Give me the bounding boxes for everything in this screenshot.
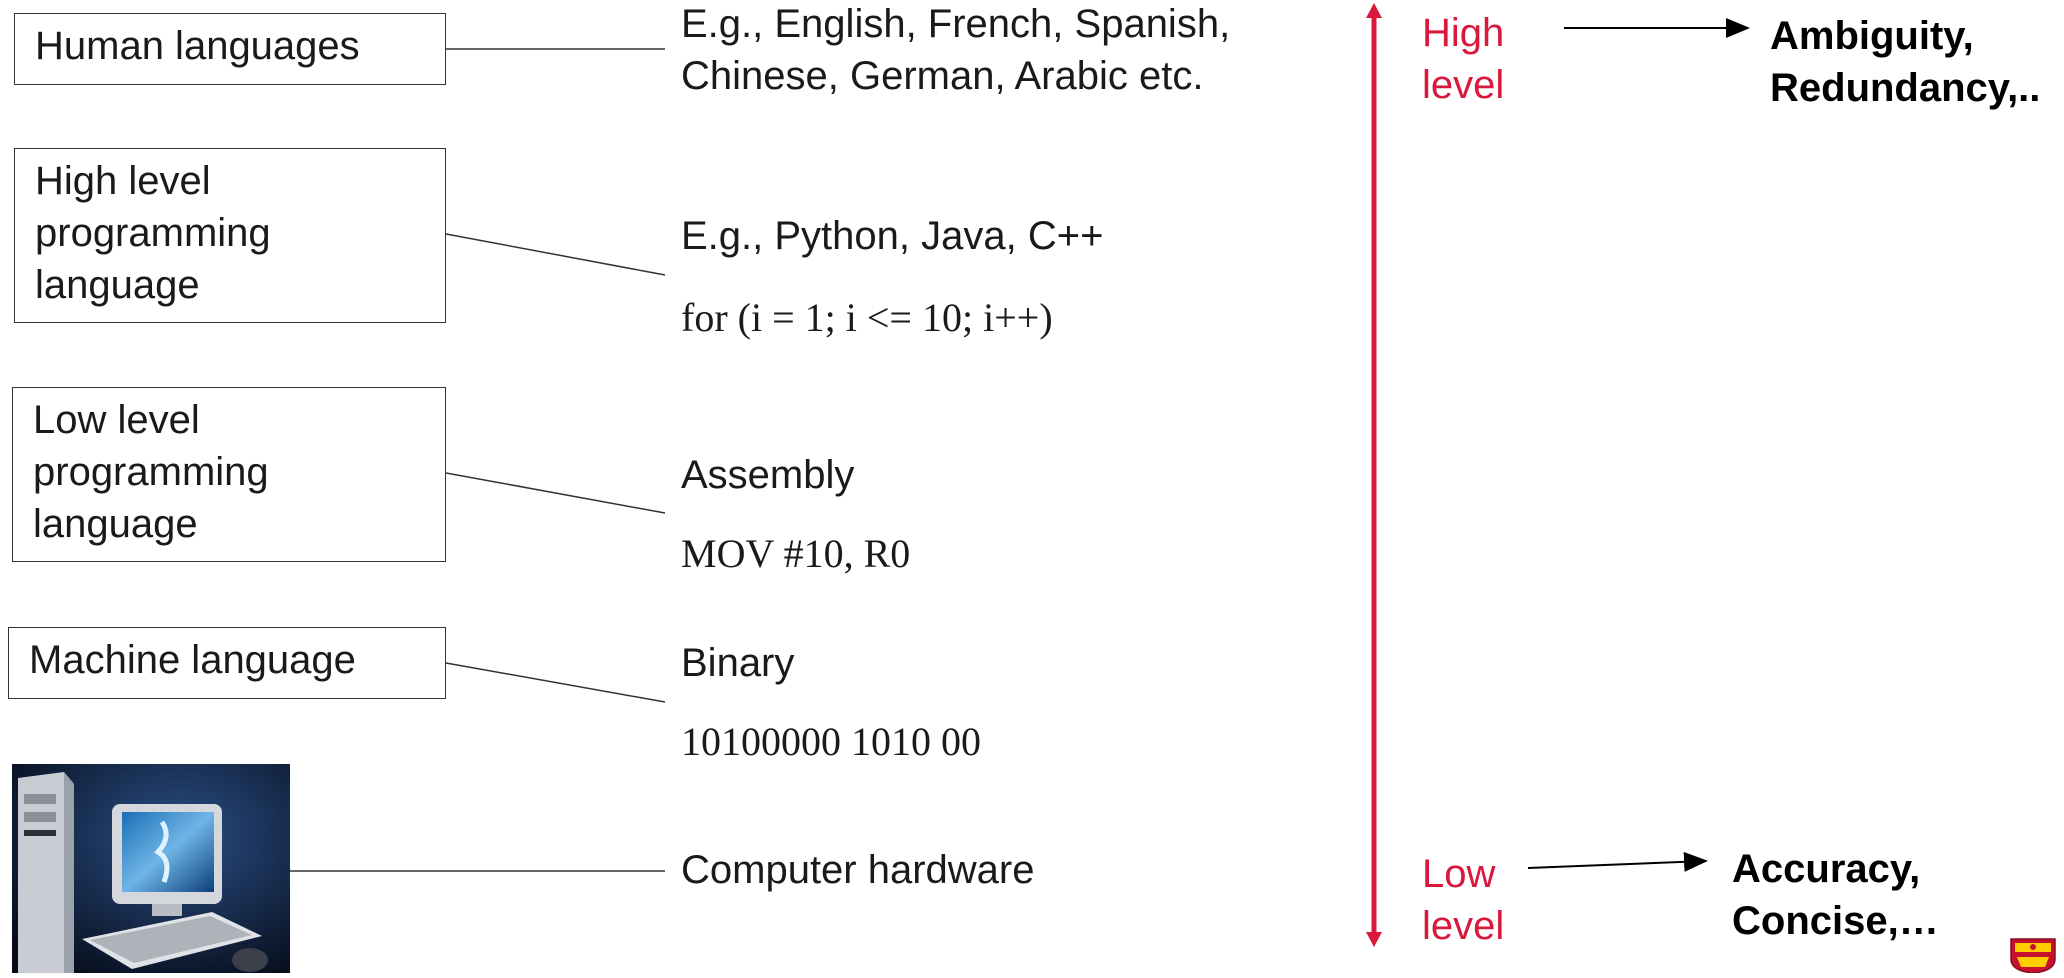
low-examples-title: Assembly <box>681 453 855 497</box>
axis-high-line-1: High <box>1422 11 1505 55</box>
box-machine-label: Machine language <box>29 638 356 682</box>
low-trait-1: Accuracy, <box>1732 847 1921 891</box>
human-examples: E.g., English, French, Spanish, Chinese,… <box>681 0 1230 102</box>
box-human-languages: Human languages <box>14 13 446 85</box>
arrow-low-traits <box>1527 851 1708 872</box>
hardware-label: Computer hardware <box>681 848 1035 892</box>
box-human-label: Human languages <box>35 24 360 68</box>
axis-low-label: Low level <box>1422 848 1504 952</box>
box-low-line-1: Low level <box>33 398 200 442</box>
box-low-line-2: programming <box>33 450 269 494</box>
box-low-line-3: language <box>33 502 198 546</box>
high-level-traits: Ambiguity, Redundancy,.. <box>1770 10 2040 114</box>
computer-hardware-image <box>12 764 290 973</box>
low-level-traits: Accuracy, Concise,… <box>1732 843 1939 947</box>
machine-examples-title: Binary <box>681 641 795 685</box>
box-low-level: Low level programming language <box>12 387 446 562</box>
connector-machine <box>445 662 666 703</box>
level-axis-arrow-bottom <box>1366 932 1382 947</box>
box-high-level: High level programming language <box>14 148 446 323</box>
axis-low-line-2: level <box>1422 904 1505 948</box>
axis-high-line-2: level <box>1422 63 1505 107</box>
university-crest-logo <box>2007 937 2059 974</box>
high-trait-2: Redundancy,.. <box>1770 66 2041 110</box>
high-trait-1: Ambiguity, <box>1770 14 1974 58</box>
box-high-line-2: programming <box>35 211 271 255</box>
axis-high-label: High level <box>1422 7 1504 111</box>
axis-low-line-1: Low <box>1422 852 1496 896</box>
high-code-example: for (i = 1; i <= 10; i++) <box>681 295 1053 340</box>
level-axis-arrow-top <box>1366 3 1382 18</box>
high-examples-title: E.g., Python, Java, C++ <box>681 214 1104 258</box>
connector-high <box>445 233 666 276</box>
box-high-line-3: language <box>35 263 200 307</box>
low-code-example: MOV #10, R0 <box>681 531 911 576</box>
low-trait-2: Concise,… <box>1732 899 1939 943</box>
human-examples-line-1: E.g., English, French, Spanish, <box>681 2 1231 46</box>
box-machine-language: Machine language <box>8 627 446 699</box>
machine-code-example: 10100000 1010 00 <box>681 719 981 764</box>
box-high-line-1: High level <box>35 159 211 203</box>
human-examples-line-2: Chinese, German, Arabic etc. <box>681 54 1204 98</box>
connector-low <box>445 472 666 514</box>
